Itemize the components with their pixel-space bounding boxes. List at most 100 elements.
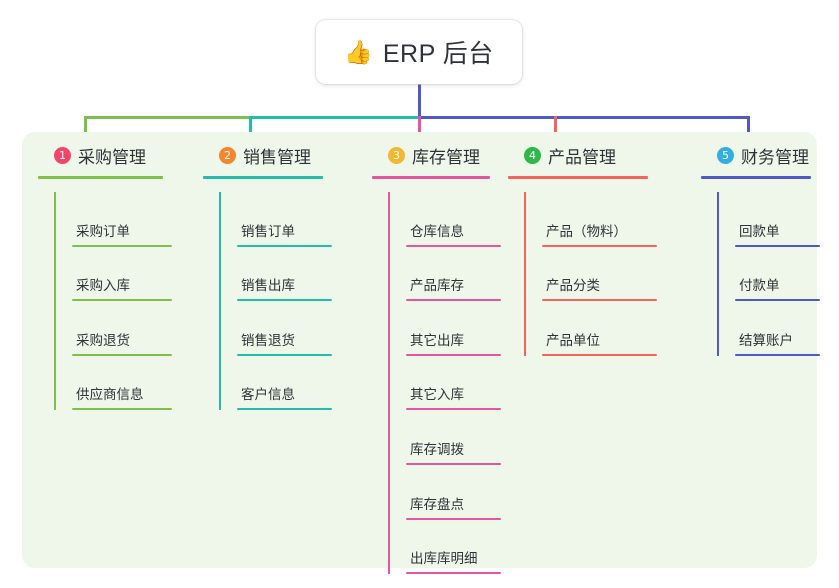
column-items-2: 销售订单销售出库销售退货客户信息 — [203, 192, 332, 411]
column-header-2[interactable]: 2 销售管理 — [203, 142, 332, 168]
leaf-item[interactable]: 库存盘点 — [388, 465, 501, 520]
thumbs-up-icon: 👍 — [344, 38, 373, 65]
leaf-item-rule — [735, 299, 820, 302]
leaf-item-rule — [406, 353, 501, 356]
column-1: 1 采购管理采购订单采购入库采购退货供应商信息 — [38, 142, 172, 411]
column-header-1[interactable]: 1 采购管理 — [38, 142, 172, 168]
leaf-item-label: 采购退货 — [76, 332, 130, 348]
leaf-item[interactable]: 客户信息 — [219, 356, 332, 411]
column-title-2: 销售管理 — [243, 147, 311, 167]
column-spine-5 — [717, 192, 719, 356]
leaf-item[interactable]: 采购退货 — [54, 301, 172, 356]
leaf-item-rule — [72, 408, 172, 411]
leaf-item-label: 付款单 — [739, 278, 780, 294]
leaf-item[interactable]: 产品库存 — [388, 247, 501, 302]
leaf-item-rule — [72, 299, 172, 302]
leaf-item-rule — [237, 299, 332, 302]
leaf-item-rule — [72, 353, 172, 356]
leaf-item[interactable]: 采购订单 — [54, 192, 172, 247]
leaf-item-rule — [406, 299, 501, 302]
column-items-3: 仓库信息产品库存其它出库其它入库库存调拨库存盘点出库库明细 — [372, 192, 501, 575]
leaf-item-label: 其它出库 — [410, 332, 464, 348]
column-rule-4 — [508, 176, 648, 179]
column-spine-3 — [388, 192, 390, 575]
leaf-item-label: 库存调拨 — [410, 441, 464, 457]
leaf-item-label: 产品（物料） — [546, 223, 627, 239]
leaf-item-label: 客户信息 — [241, 387, 295, 403]
leaf-item-label: 销售退货 — [241, 332, 295, 348]
leaf-item-rule — [237, 353, 332, 356]
column-rule-5 — [701, 176, 811, 179]
column-badge-1: 1 — [54, 146, 71, 164]
leaf-item-rule — [406, 572, 501, 575]
column-rule-3 — [372, 176, 490, 179]
leaf-item-rule — [542, 353, 657, 356]
leaf-item-label: 结算账户 — [739, 332, 793, 348]
column-header-4[interactable]: 4 产品管理 — [508, 142, 657, 168]
column-3: 3 库存管理仓库信息产品库存其它出库其它入库库存调拨库存盘点出库库明细 — [372, 142, 501, 575]
leaf-item[interactable]: 其它入库 — [388, 356, 501, 411]
leaf-item-label: 采购入库 — [76, 278, 130, 294]
leaf-item-label: 仓库信息 — [410, 223, 464, 239]
root-title: ERP 后台 — [382, 40, 494, 68]
leaf-item[interactable]: 出库库明细 — [388, 520, 501, 575]
column-4: 4 产品管理产品（物料） 产品分类产品单位 — [508, 142, 657, 356]
leaf-item[interactable]: 销售订单 — [219, 192, 332, 247]
leaf-item-label: 产品库存 — [410, 278, 464, 294]
column-badge-5: 5 — [717, 146, 734, 164]
leaf-item-rule — [72, 244, 172, 247]
leaf-item[interactable]: 产品单位 — [524, 301, 657, 356]
leaf-item-rule — [542, 299, 657, 302]
leaf-item[interactable]: 供应商信息 — [54, 356, 172, 411]
leaf-item-label: 产品单位 — [546, 332, 600, 348]
leaf-item-rule — [237, 408, 332, 411]
diagram-panel — [22, 132, 817, 568]
leaf-item-rule — [406, 244, 501, 247]
leaf-item-rule — [406, 462, 501, 465]
column-rule-2 — [203, 176, 323, 179]
column-spine-2 — [219, 192, 221, 411]
leaf-item-label: 其它入库 — [410, 387, 464, 403]
leaf-item-rule — [542, 244, 657, 247]
column-badge-4: 4 — [524, 146, 541, 164]
column-2: 2 销售管理销售订单销售出库销售退货客户信息 — [203, 142, 332, 411]
column-title-3: 库存管理 — [412, 147, 480, 167]
leaf-item[interactable]: 产品分类 — [524, 247, 657, 302]
leaf-item[interactable]: 产品（物料） — [524, 192, 657, 247]
leaf-item-label: 库存盘点 — [410, 496, 464, 512]
column-title-5: 财务管理 — [741, 147, 809, 167]
leaf-item[interactable]: 付款单 — [717, 247, 820, 302]
leaf-item-rule — [735, 244, 820, 247]
column-5: 5 财务管理回款单付款单结算账户 — [701, 142, 820, 356]
column-badge-3: 3 — [388, 146, 405, 164]
leaf-item-rule — [406, 408, 501, 411]
leaf-item-rule — [735, 353, 820, 356]
leaf-item-label: 销售订单 — [241, 223, 295, 239]
leaf-item[interactable]: 回款单 — [717, 192, 820, 247]
leaf-item[interactable]: 仓库信息 — [388, 192, 501, 247]
column-header-5[interactable]: 5 财务管理 — [701, 142, 820, 168]
root-node-card[interactable]: 👍 ERP 后台 — [316, 20, 522, 84]
leaf-item-label: 回款单 — [739, 223, 780, 239]
leaf-item[interactable]: 库存调拨 — [388, 410, 501, 465]
column-badge-2: 2 — [219, 146, 236, 164]
leaf-item-label: 供应商信息 — [76, 387, 144, 403]
leaf-item-rule — [237, 244, 332, 247]
column-rule-1 — [38, 176, 163, 179]
column-title-1: 采购管理 — [78, 147, 146, 167]
column-header-3[interactable]: 3 库存管理 — [372, 142, 501, 168]
column-spine-4 — [524, 192, 526, 356]
leaf-item-label: 采购订单 — [76, 223, 130, 239]
leaf-item[interactable]: 采购入库 — [54, 247, 172, 302]
leaf-item-label: 产品分类 — [546, 278, 600, 294]
leaf-item-rule — [406, 517, 501, 520]
leaf-item[interactable]: 结算账户 — [717, 301, 820, 356]
column-spine-1 — [54, 192, 56, 411]
leaf-item[interactable]: 销售退货 — [219, 301, 332, 356]
leaf-item-label: 出库库明细 — [410, 551, 478, 567]
column-items-5: 回款单付款单结算账户 — [701, 192, 820, 356]
leaf-item[interactable]: 销售出库 — [219, 247, 332, 302]
leaf-item[interactable]: 其它出库 — [388, 301, 501, 356]
column-items-4: 产品（物料） 产品分类产品单位 — [508, 192, 657, 356]
column-title-4: 产品管理 — [548, 147, 616, 167]
